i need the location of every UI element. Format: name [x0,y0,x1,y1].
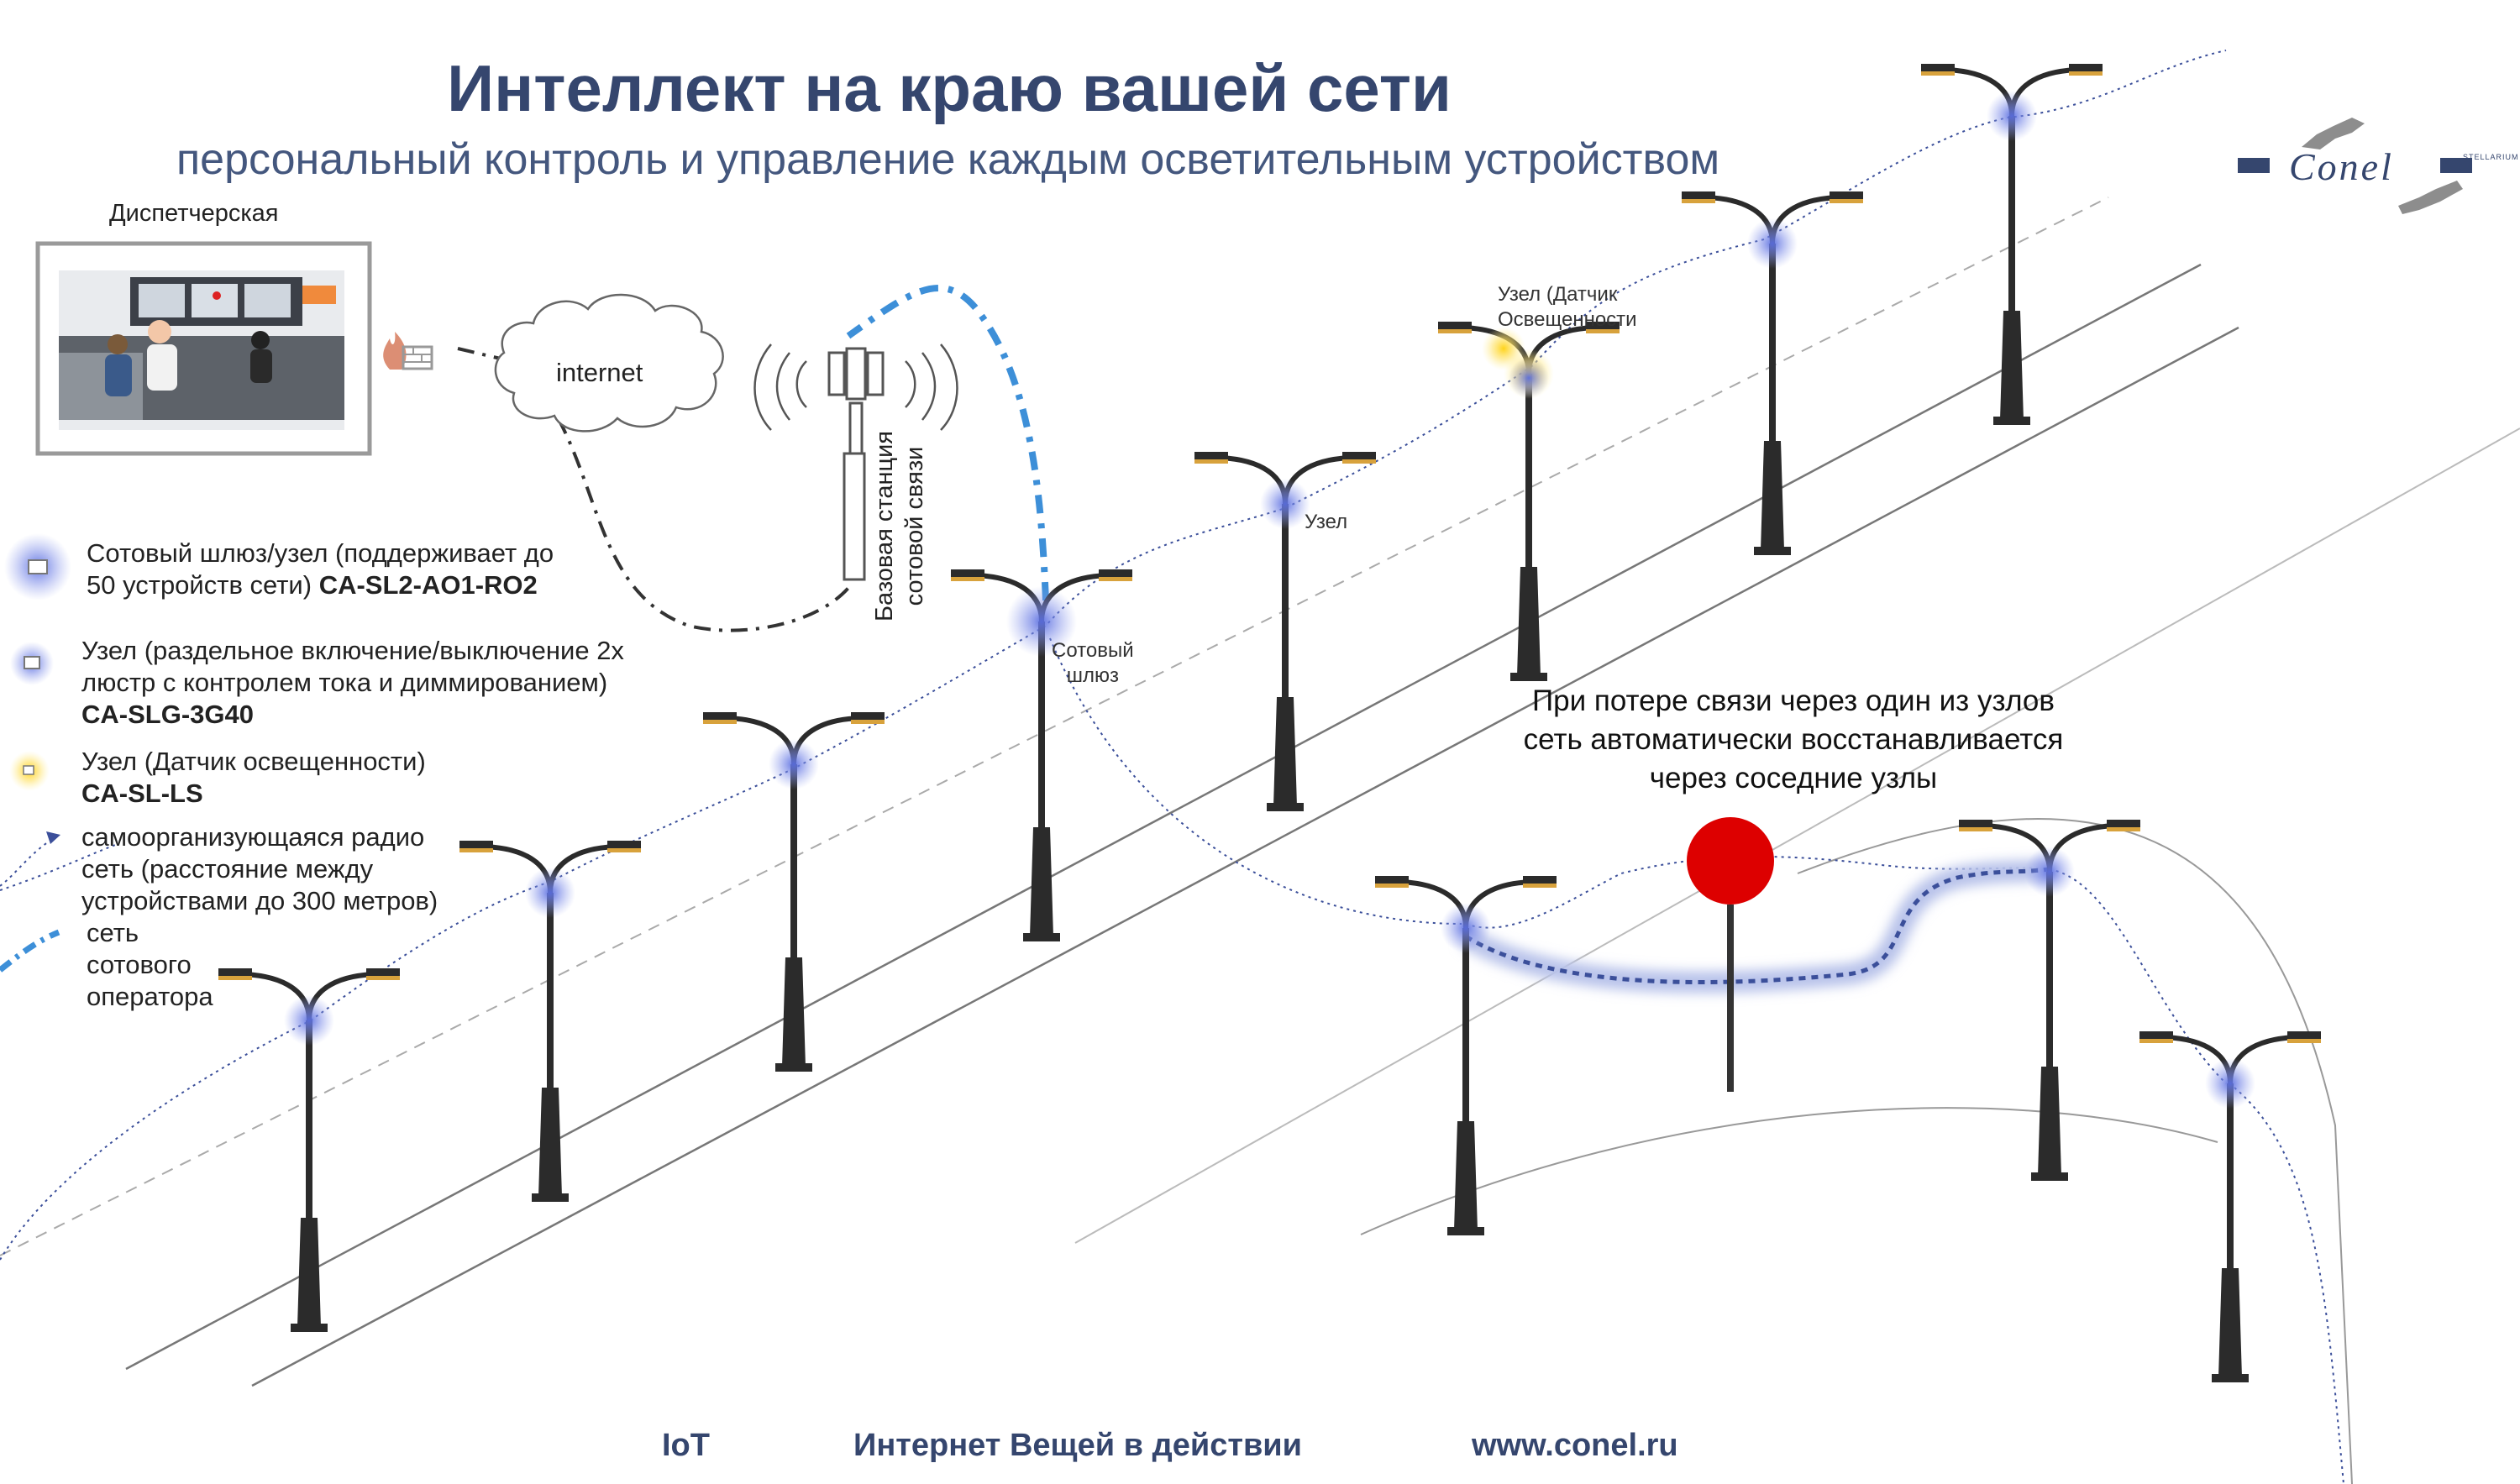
callout-gateway: Сотовый шлюз [1052,638,1134,689]
node-glow [1987,91,2037,141]
cell-tower-icon [753,343,958,581]
legend-mesh: самоорганизующаяся радио сеть (расстояни… [81,821,438,917]
legend-mesh-line1: самоорганизующаяся радио [81,822,425,852]
tower-label-line2: сотовой связи [901,446,928,606]
node-glow [284,995,334,1046]
recovery-note-line2: сеть автоматически восстанавливается [1523,723,2064,756]
control-room-image [35,241,372,456]
cloud-icon [494,293,724,433]
legend-node-line2: люстр с контролем тока и диммированием) [81,668,608,697]
legend-sensor: Узел (Датчик освещенности) CA-SL-LS [81,746,426,810]
network-nodes [284,91,2255,1109]
callout-sensor: Узел (Датчик Освещенности [1498,282,1637,333]
reroute-path [1464,867,2050,985]
legend-node-model: CA-SLG-3G40 [81,700,254,729]
legend-sensor-model: CA-SL-LS [81,779,203,808]
legend-sensor-line1: Узел (Датчик освещенности) [81,747,426,776]
legend-node-line1: Узел (раздельное включение/выключение 2х [81,636,624,665]
callout-node: Узел [1305,511,1348,533]
node-glow [1509,358,1549,398]
node-glow [525,868,575,918]
tower-label: Базовая станция сотовой связи [869,431,930,621]
internet-link [457,347,505,361]
legend-mesh-line3: устройствами до 300 метров) [81,886,438,915]
legend-cell-icon [0,929,60,973]
legend-cell-line3: оператора [87,982,213,1011]
mesh-link-path [0,50,2227,1261]
light-sensor-glow [1482,327,1525,370]
recovery-note: При потере связи через один из узлов сет… [1474,682,2113,798]
node-glow [1260,479,1310,529]
legend-mesh-line2: сеть (расстояние между [81,854,374,884]
footer-tagline: Интернет Вещей в действии [853,1428,1303,1463]
callout-gateway-line1: Сотовый [1052,639,1134,662]
legend-gateway-line2: 50 устройств сети) [87,570,319,600]
node-glow [2205,1058,2255,1109]
logo-name: Conel [2289,145,2394,188]
conel-logo [2238,118,2472,214]
street-pole [951,569,1132,941]
callout-sensor-line1: Узел (Датчик [1498,283,1618,306]
mesh-link-path [2234,1087,2344,1484]
footer-url[interactable]: www.conel.ru [1472,1428,1678,1463]
cloud-label: internet [556,358,643,387]
failed-node-marker [1687,817,1774,905]
page-subtitle: персональный контроль и управление кажды… [176,135,1720,184]
node-glow [769,739,819,789]
tower-label-line1: Базовая станция [871,430,898,621]
mesh-link-path [0,843,118,891]
logo-tagline: STELLARIUM [2463,153,2519,161]
firewall-icon [383,332,433,370]
street-pole [1194,452,1376,811]
mesh-link-path [1049,637,1462,925]
legend-gateway: Сотовый шлюз/узел (поддерживает до 50 ус… [87,537,554,601]
recovery-note-line1: При потере связи через один из узлов [1532,684,2055,717]
legend-gateway-model: CA-SL2-AO1-RO2 [318,570,538,600]
node-glow [1441,903,1491,953]
footer-iot: IoT [662,1428,710,1463]
legend-node: Узел (раздельное включение/выключение 2х… [81,635,624,731]
control-room-label: Диспетчерская [109,200,279,227]
callout-sensor-line2: Освещенности [1498,308,1637,331]
recovery-note-line3: через соседние узлы [1649,762,1938,794]
road-lines [0,197,2520,1484]
page-title: Интеллект на краю вашей сети [447,51,1452,125]
legend-mesh-icon [0,835,60,887]
internet-link [511,359,850,632]
legend-cell-line1: сеть [87,918,139,947]
legend-icons [0,533,71,973]
legend-cell-line2: сотового [87,950,192,979]
node-glow [2024,847,2075,897]
legend-cell: сеть сотового оператора [87,917,213,1013]
gateway-node-glow [1006,586,1077,657]
mesh-link-path [1465,856,2227,1084]
legend-gateway-line1: Сотовый шлюз/узел (поддерживает до [87,538,554,568]
node-glow [1747,218,1798,269]
callout-gateway-line2: шлюз [1066,664,1119,687]
